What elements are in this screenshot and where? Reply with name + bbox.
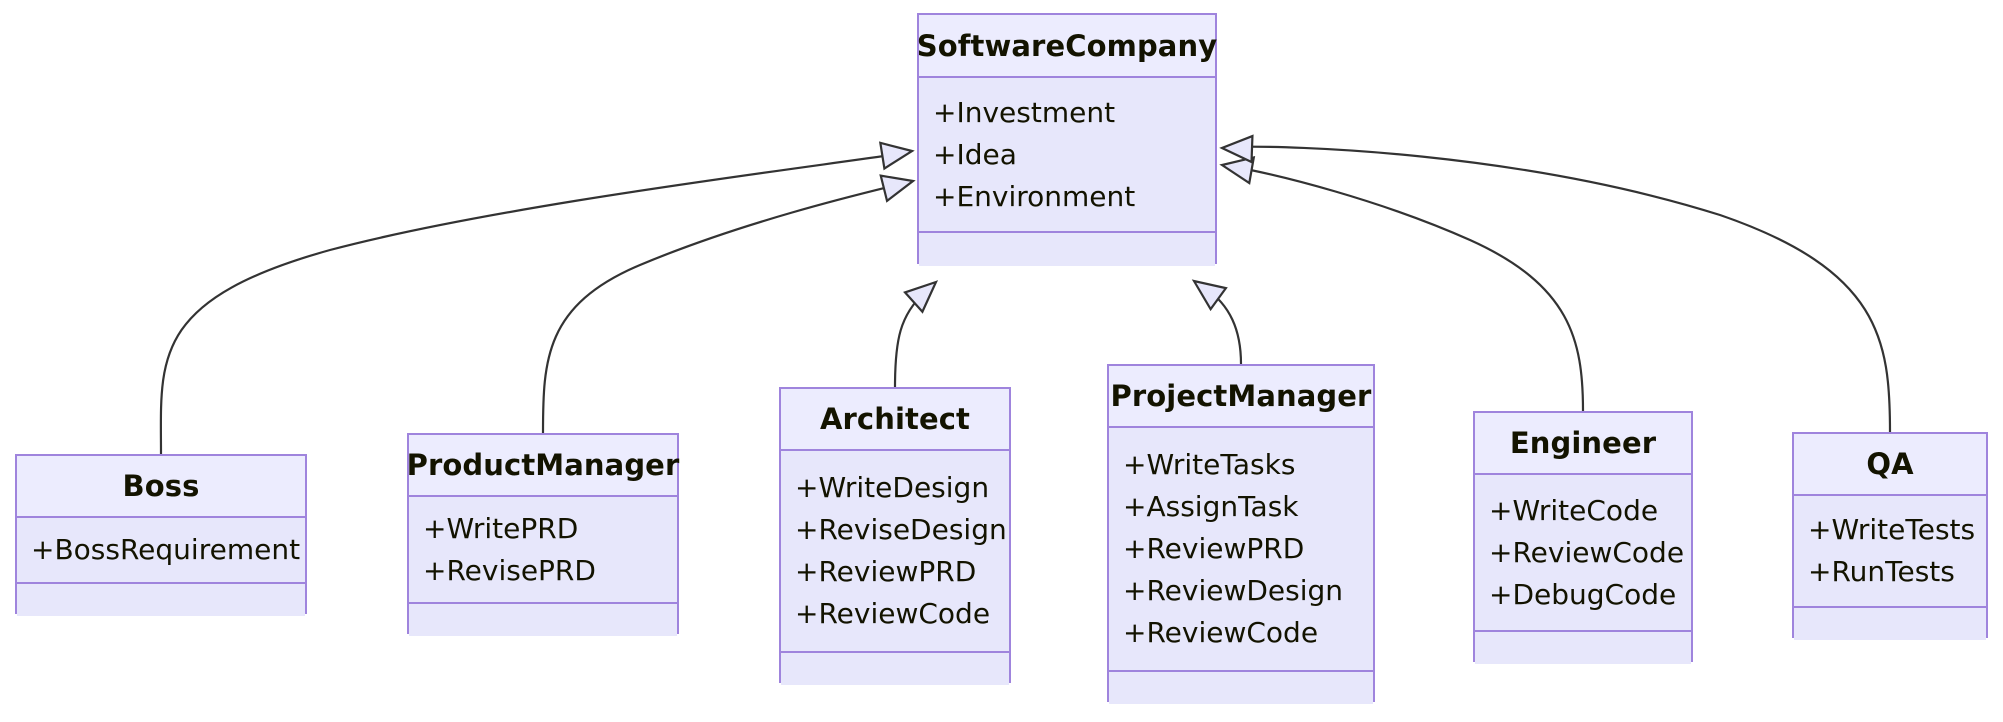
- uml-attribute: +RunTests: [1808, 555, 1955, 588]
- uml-attribute: +BossRequirement: [31, 533, 301, 566]
- uml-class-attributes-projectmanager: +WriteTasks +AssignTask +ReviewPRD +ReviewD…: [1109, 428, 1373, 672]
- uml-class-attributes-engineer: +WriteCode +ReviewCode +DebugCode: [1475, 475, 1691, 632]
- uml-class-methods-projectmanager: [1109, 672, 1373, 704]
- uml-attribute: +WriteDesign: [795, 471, 990, 504]
- uml-class-methods-engineer: [1475, 632, 1691, 664]
- uml-class-title-softwarecompany: SoftwareCompany: [916, 28, 1218, 63]
- uml-class-header-boss: Boss: [17, 456, 305, 518]
- edge-line: [893, 291, 926, 388]
- uml-class-attributes-qa: +WriteTests +RunTests: [1794, 496, 1986, 608]
- uml-class-methods-productmanager: [409, 604, 677, 636]
- uml-class-title-productmanager: ProductManager: [406, 448, 680, 482]
- inheritance-arrowhead-icon: [903, 280, 939, 314]
- uml-class-methods-qa: [1794, 608, 1986, 640]
- uml-attribute: +AssignTask: [1123, 490, 1299, 523]
- uml-class-methods-boss: [17, 584, 305, 616]
- uml-attribute: +Investment: [933, 95, 1116, 129]
- uml-class-architect[interactable]: Architect +WriteDesign +ReviseDesign +Revie…: [779, 387, 1011, 685]
- uml-class-attributes-architect: +WriteDesign +ReviseDesign +ReviewPRD +Revi…: [781, 451, 1009, 653]
- uml-attribute: +ReviewPRD: [1123, 532, 1305, 565]
- uml-class-title-projectmanager: ProjectManager: [1110, 379, 1372, 413]
- uml-class-engineer[interactable]: Engineer +WriteCode +ReviewCode +DebugCode: [1473, 411, 1693, 664]
- edge-line: [1204, 287, 1243, 365]
- uml-attribute: +ReviseDesign: [795, 513, 1007, 546]
- inheritance-arrowhead-icon: [879, 174, 916, 203]
- uml-attribute: +WritePRD: [423, 511, 579, 545]
- inheritance-arrowhead-icon: [1219, 155, 1256, 185]
- inheritance-edge-architect: [893, 280, 939, 388]
- uml-attribute: +ReviewCode: [1123, 616, 1319, 649]
- uml-class-title-qa: QA: [1866, 447, 1914, 481]
- uml-class-header-softwarecompany: SoftwareCompany: [916, 15, 1218, 78]
- uml-class-attributes-softwarecompany: +Investment +Idea +Environment: [919, 78, 1215, 233]
- uml-class-header-qa: QA: [1794, 434, 1986, 496]
- uml-attribute: +WriteTests: [1808, 513, 1976, 546]
- uml-class-productmanager[interactable]: ProductManager +WritePRD +RevisePRD: [406, 433, 680, 636]
- inheritance-edge-projectmanager: [1191, 279, 1243, 365]
- uml-class-qa[interactable]: QA +WriteTests +RunTests: [1792, 432, 1988, 640]
- inheritance-arrowhead-icon: [1219, 134, 1254, 164]
- uml-attribute: +ReviewDesign: [1123, 574, 1344, 607]
- uml-class-title-architect: Architect: [819, 402, 970, 436]
- uml-attribute: +WriteCode: [1489, 493, 1659, 527]
- uml-class-header-architect: Architect: [781, 389, 1009, 451]
- uml-attribute: +Idea: [933, 137, 1017, 171]
- uml-class-attributes-boss: +BossRequirement: [17, 518, 305, 584]
- uml-attribute: +ReviewCode: [1489, 535, 1685, 569]
- uml-class-projectmanager[interactable]: ProjectManager +WriteTasks +AssignTask +Rev…: [1107, 364, 1375, 704]
- uml-attribute: +ReviewCode: [795, 597, 991, 630]
- inheritance-arrowhead-icon: [878, 141, 915, 171]
- uml-attribute: +RevisePRD: [423, 553, 596, 587]
- uml-attribute: +ReviewPRD: [795, 555, 977, 588]
- uml-class-methods-architect: [781, 653, 1009, 685]
- uml-class-header-engineer: Engineer: [1475, 413, 1691, 475]
- uml-class-header-projectmanager: ProjectManager: [1109, 366, 1373, 428]
- inheritance-arrowhead-icon: [1191, 279, 1228, 312]
- uml-class-methods-softwarecompany: [919, 233, 1215, 266]
- uml-class-attributes-productmanager: +WritePRD +RevisePRD: [409, 497, 677, 604]
- uml-class-header-productmanager: ProductManager: [406, 435, 680, 497]
- uml-attribute: +DebugCode: [1489, 577, 1677, 611]
- uml-class-title-engineer: Engineer: [1509, 426, 1657, 460]
- uml-attribute: +WriteTasks: [1123, 448, 1296, 481]
- uml-class-boss[interactable]: Boss +BossRequirement: [15, 454, 307, 616]
- uml-class-title-boss: Boss: [122, 469, 200, 503]
- uml-class-softwarecompany[interactable]: SoftwareCompany +Investment +Idea +Environm…: [916, 13, 1218, 266]
- uml-attribute: +Environment: [933, 179, 1136, 213]
